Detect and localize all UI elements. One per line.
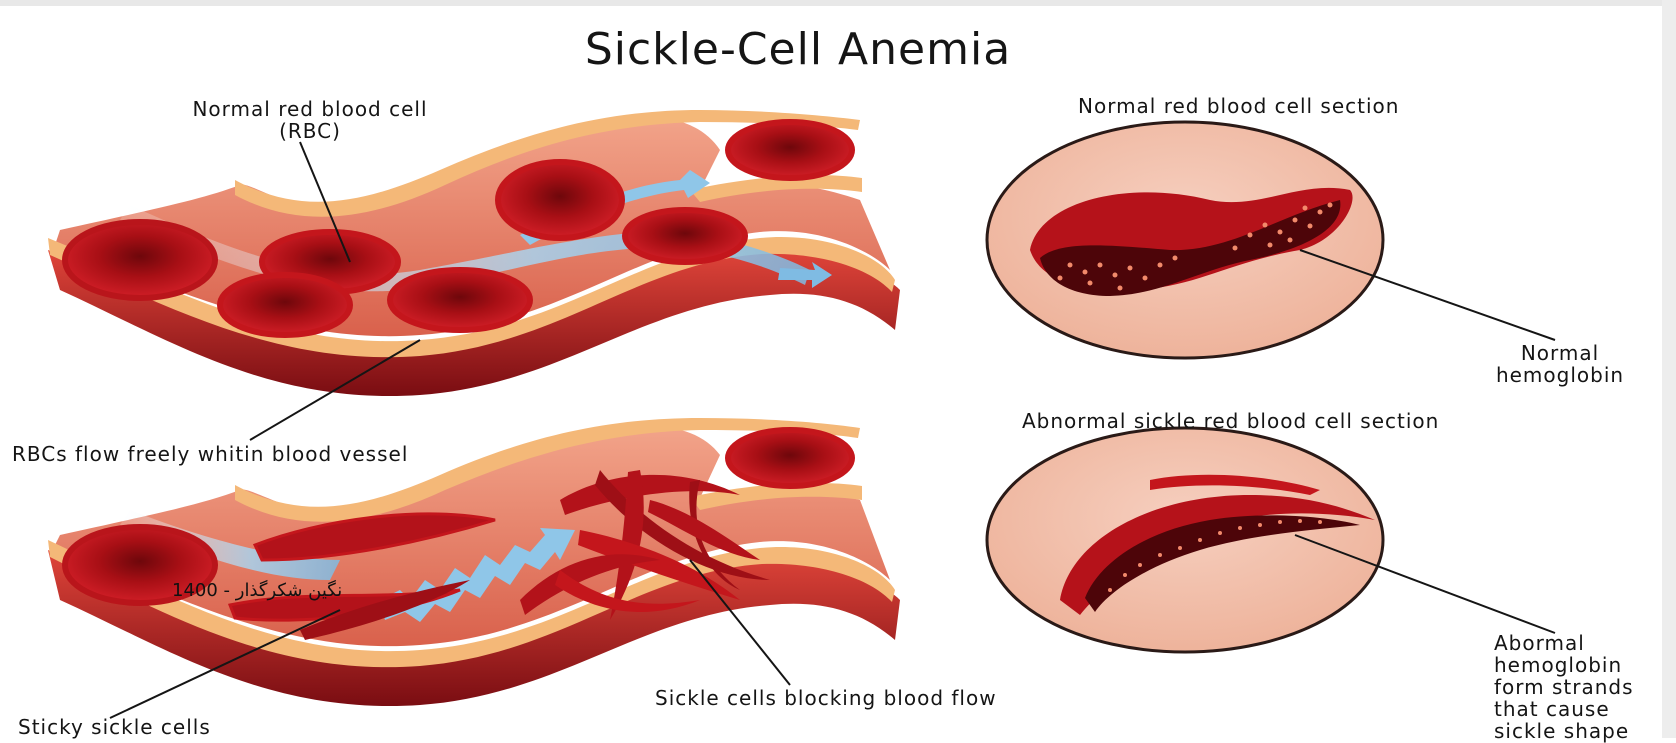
rbc-cell (728, 122, 852, 178)
rbc-cell (625, 210, 745, 262)
rbc-cell (498, 162, 622, 238)
rbc-cell (220, 275, 350, 335)
label-normal-hemo-line1: Normal (1480, 342, 1640, 364)
watermark-text: نگین شکرگذار - 1400 (172, 580, 342, 601)
label-rbcs-flow: RBCs flow freely whitin blood vessel (12, 443, 408, 465)
label-sticky-sickle: Sticky sickle cells (18, 716, 211, 738)
label-abnormal-hemo-line1: Abormal (1494, 632, 1634, 654)
label-abnormal-section: Abnormal sickle red blood cell section (1022, 410, 1439, 432)
label-normal-hemoglobin: Normal hemoglobin (1480, 342, 1640, 386)
label-normal-rbc-line2: (RBC) (150, 120, 470, 142)
label-abnormal-hemoglobin: Abormal hemoglobin form strands that cau… (1494, 632, 1634, 742)
rbc-cell (65, 222, 215, 298)
abnormal-section-circle (987, 428, 1383, 652)
label-normal-section: Normal red blood cell section (1078, 95, 1399, 117)
rbc-cell (390, 270, 530, 330)
top-vessel (48, 110, 900, 396)
label-normal-hemo-line2: hemoglobin (1480, 364, 1640, 386)
label-abnormal-hemo-line4: that cause (1494, 698, 1634, 720)
rbc-cell (728, 430, 852, 486)
label-sickle-blocking: Sickle cells blocking blood flow (655, 687, 997, 709)
label-normal-rbc: Normal red blood cell (RBC) (150, 98, 470, 142)
normal-section-circle (987, 122, 1383, 358)
label-abnormal-hemo-line2: hemoglobin (1494, 654, 1634, 676)
label-normal-rbc-line1: Normal red blood cell (150, 98, 470, 120)
label-abnormal-hemo-line3: form strands (1494, 676, 1634, 698)
label-abnormal-hemo-line5: sickle shape (1494, 720, 1634, 742)
